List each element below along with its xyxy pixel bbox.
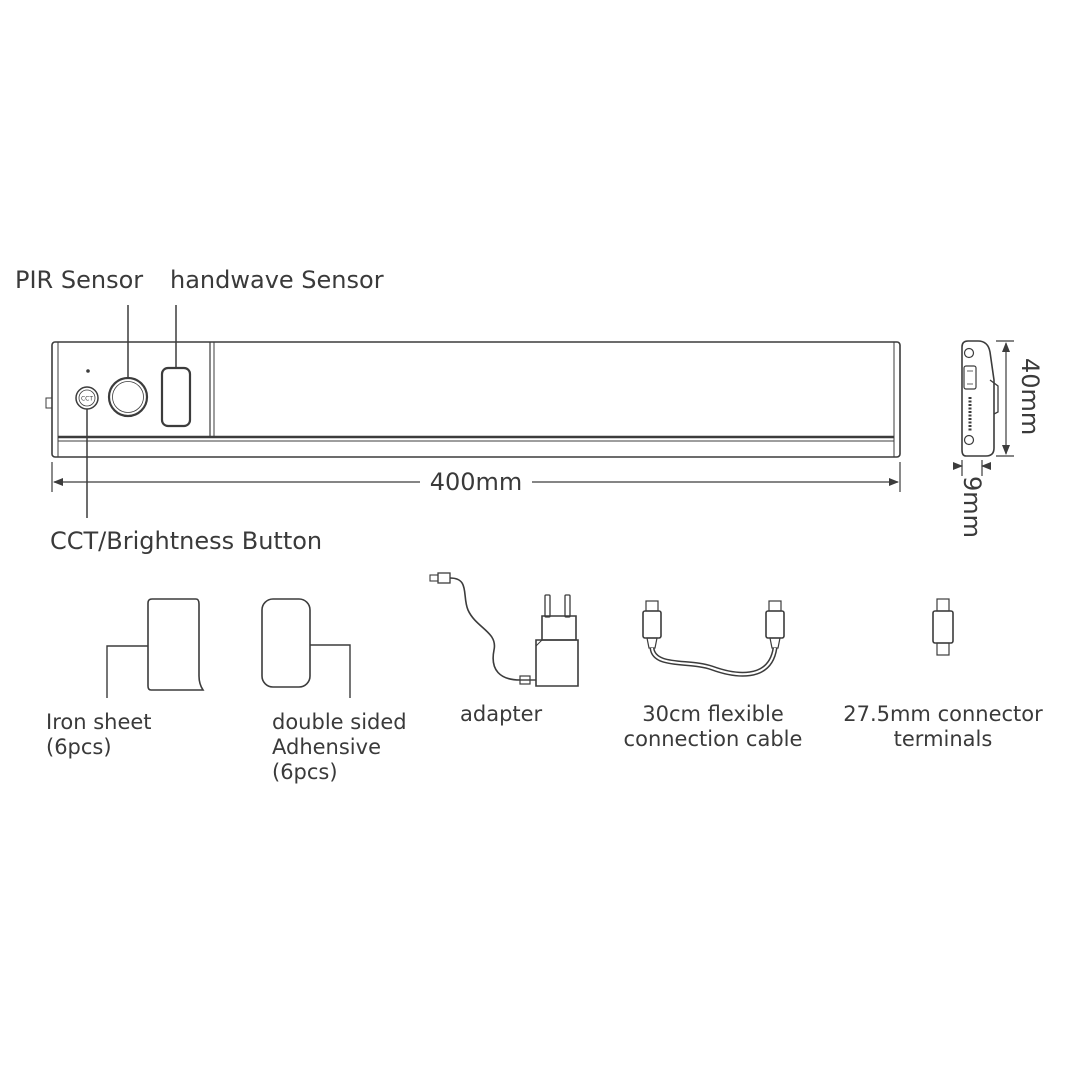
iron-sheet-line2: (6pcs)	[46, 735, 112, 759]
handwave-sensor-label: handwave Sensor	[170, 266, 384, 294]
adhesive-drawing	[261, 598, 351, 698]
cable-line2: connection cable	[623, 727, 803, 751]
iron-sheet-drawing	[106, 598, 205, 698]
adapter-drawing	[429, 572, 579, 687]
pir-sensor	[107, 376, 149, 418]
height-label: 40mm	[1016, 358, 1044, 436]
adhesive-line3: (6pcs)	[272, 760, 338, 784]
pir-sensor-label: PIR Sensor	[15, 266, 144, 294]
terminal-drawing	[932, 598, 954, 656]
height-dimension	[996, 340, 1014, 457]
cable-drawing	[642, 600, 785, 677]
depth-label: 9mm	[958, 476, 986, 539]
cable-line1: 30cm flexible	[642, 702, 784, 726]
terminals-label: 27.5mm connector terminals	[836, 702, 1050, 752]
adhesive-line1: double sided	[272, 710, 407, 734]
light-bar	[45, 341, 901, 458]
adapter-label: adapter	[460, 702, 543, 726]
cable-label: 30cm flexible connection cable	[600, 702, 826, 752]
end-view	[961, 340, 999, 457]
cct-icon-text: CCT	[81, 396, 93, 403]
length-label: 400mm	[429, 468, 523, 496]
cct-button-label: CCT/Brightness Button	[50, 527, 323, 555]
terminals-line1: 27.5mm connector	[843, 702, 1043, 726]
depth-dimension	[953, 460, 991, 476]
adhesive-line2: Adhensive	[272, 735, 381, 759]
iron-sheet-label: Iron sheet (6pcs)	[46, 710, 152, 760]
handwave-sensor	[160, 366, 192, 428]
length-dimension	[51, 462, 901, 492]
iron-sheet-line1: Iron sheet	[46, 710, 152, 734]
adhesive-label: double sided Adhensive (6pcs)	[272, 710, 407, 785]
terminals-line2: terminals	[893, 727, 993, 751]
indicator-dot	[86, 369, 90, 373]
